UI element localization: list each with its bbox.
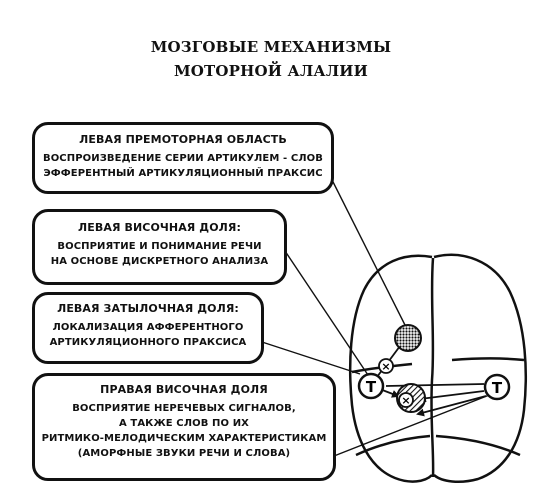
box-line: (АМОРФНЫЕ ЗВУКИ РЕЧИ И СЛОВА) xyxy=(77,448,291,459)
box-right-temporal-lobe: ПРАВАЯ ВИСОЧНАЯ ДОЛЯ ВОСПРИЯТИЕ НЕРЕЧЕВЫ… xyxy=(32,373,336,481)
arrow-right-t-to-lower xyxy=(416,395,487,417)
box-line: ЭФФЕРЕНТНЫЙ АРТИКУЛЯЦИОННЫЙ ПРАКСИС xyxy=(43,168,323,179)
brain-outline xyxy=(348,253,527,484)
cross-glyph-upper: × xyxy=(381,360,390,373)
leader-premotor xyxy=(319,155,409,332)
premotor-region-marker xyxy=(394,324,422,352)
right-hemisphere xyxy=(433,253,527,484)
left-hemisphere xyxy=(348,254,433,483)
central-sulcus-right xyxy=(435,434,521,457)
leader-left-temporal xyxy=(282,247,371,379)
temporal-marker-right-label: T xyxy=(492,379,503,397)
title-line-1: МОЗГОВЫЕ МЕХАНИЗМЫ xyxy=(150,38,392,56)
box-heading: ЛЕВАЯ ПРЕМОТОРНАЯ ОБЛАСТЬ xyxy=(79,133,287,146)
box-line: ЛОКАЛИЗАЦИЯ АФФЕРЕНТНОГО xyxy=(52,322,244,333)
box-line: ВОСПРИЯТИЕ И ПОНИМАНИЕ РЕЧИ xyxy=(57,241,262,252)
box-line: НА ОСНОВЕ ДИСКРЕТНОГО АНАЛИЗА xyxy=(50,256,269,267)
arrow-right-t-to-center xyxy=(418,390,485,403)
box-line: А ТАКЖЕ СЛОВ ПО ИХ xyxy=(119,418,249,429)
line-right-t-across xyxy=(385,383,485,387)
box-heading: ПРАВАЯ ВИСОЧНАЯ ДОЛЯ xyxy=(100,383,268,396)
leader-right-temporal xyxy=(333,391,498,457)
leader-lines xyxy=(261,155,498,457)
temporal-marker-left-label: T xyxy=(366,378,377,396)
page-title: МОЗГОВЫЕ МЕХАНИЗМЫ МОТОРНОЙ АЛАЛИИ xyxy=(0,38,542,80)
box-line: ВОСПРИЯТИЕ НЕРЕЧЕВЫХ СИГНАЛОВ, xyxy=(72,403,296,414)
cross-glyph-lower: × xyxy=(401,394,410,407)
title-line-2: МОТОРНОЙ АЛАЛИИ xyxy=(173,62,369,80)
box-left-occipital-lobe: ЛЕВАЯ ЗАТЫЛОЧНАЯ ДОЛЯ: ЛОКАЛИЗАЦИЯ АФФЕР… xyxy=(32,292,264,364)
box-line: РИТМИКО-МЕЛОДИЧЕСКИМ ХАРАКТЕРИСТИКАМ xyxy=(41,433,327,444)
temporal-marker-left: T xyxy=(357,372,385,400)
box-left-temporal-lobe: ЛЕВАЯ ВИСОЧНАЯ ДОЛЯ: ВОСПРИЯТИЕ И ПОНИМА… xyxy=(32,209,287,285)
box-left-premotor-area: ЛЕВАЯ ПРЕМОТОРНАЯ ОБЛАСТЬ ВОСПРОИЗВЕДЕНИ… xyxy=(32,122,334,194)
leader-occipital xyxy=(261,341,361,375)
temporal-marker-right: T xyxy=(483,373,511,401)
sylvian-fissure-right xyxy=(451,357,525,362)
cross-marker-upper: × xyxy=(378,358,394,374)
midline-fissure xyxy=(430,257,435,478)
central-sulcus-left xyxy=(355,434,431,457)
box-line: АРТИКУЛЯЦИОННОГО ПРАКСИСА xyxy=(49,337,247,348)
box-line: ВОСПРОИЗВЕДЕНИЕ СЕРИИ АРТИКУЛЕМ - СЛОВ xyxy=(42,153,323,164)
box-heading: ЛЕВАЯ ЗАТЫЛОЧНАЯ ДОЛЯ: xyxy=(57,302,239,315)
cross-marker-lower: × xyxy=(398,392,414,408)
box-heading: ЛЕВАЯ ВИСОЧНАЯ ДОЛЯ: xyxy=(78,221,241,234)
